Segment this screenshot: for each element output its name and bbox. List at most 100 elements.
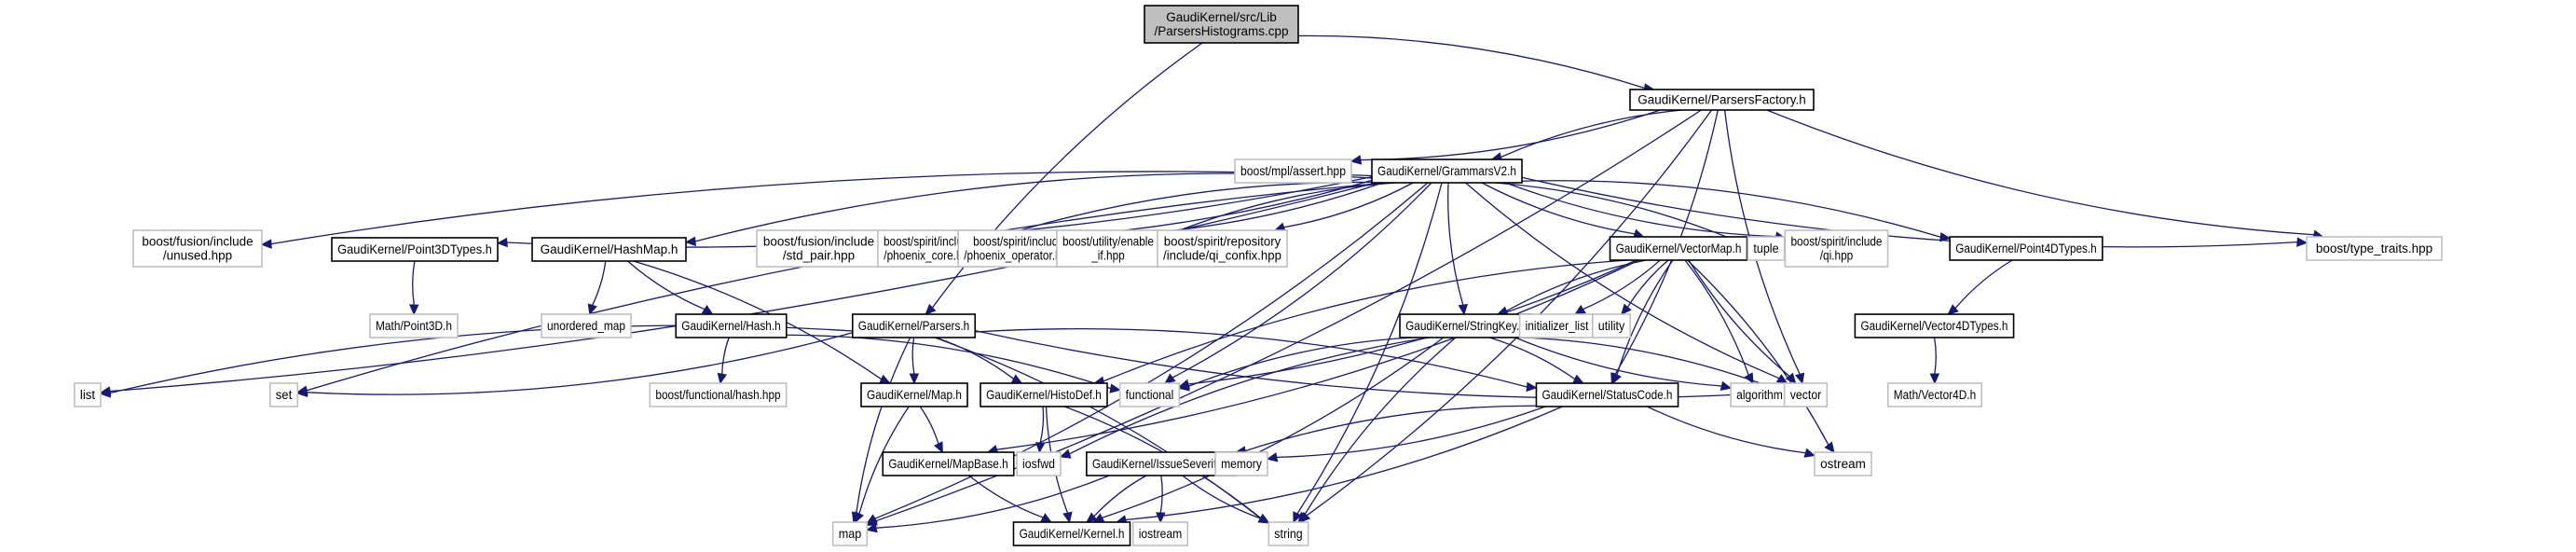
edge-grammarsv2-to-stringkey — [1447, 182, 1468, 316]
arrowhead-icon — [1939, 231, 1952, 242]
arrowhead-icon — [1612, 372, 1622, 385]
edge-line — [306, 182, 1387, 392]
arrowhead-icon — [925, 303, 937, 315]
edge-line — [1069, 337, 1430, 455]
node-vectormap[interactable]: GaudiKernel/VectorMap.h — [1609, 236, 1748, 261]
edge-line — [1093, 475, 1147, 518]
arrowhead-icon — [1062, 511, 1073, 524]
edge-grammarsv2-to-fusion_unused — [260, 171, 1373, 249]
node-map-h[interactable]: GaudiKernel/Map.h — [860, 382, 968, 407]
node-ostream: ostream — [1814, 451, 1872, 476]
arrowhead-icon — [1775, 373, 1788, 384]
edge-issueseverity-to-string — [1182, 475, 1270, 524]
node-label: set — [276, 388, 293, 402]
edge-line — [1646, 406, 1806, 454]
edge-line — [633, 260, 883, 380]
arrowhead-icon — [496, 237, 508, 248]
node-utility: utility — [1591, 313, 1632, 338]
node-box — [1609, 236, 1748, 261]
edge-line — [1102, 337, 1445, 518]
node-point4dtypes[interactable]: GaudiKernel/Point4DTypes.h — [1949, 236, 2103, 261]
node-box — [1535, 382, 1679, 407]
edge-line — [721, 337, 730, 375]
arrowhead-icon — [1824, 441, 1835, 453]
node-statuscode[interactable]: GaudiKernel/StatusCode.h — [1535, 382, 1679, 407]
node-box — [1814, 451, 1872, 476]
edge-point4dtypes-to-vector4dtypes — [1947, 259, 2013, 315]
node-hashmap[interactable]: GaudiKernel/HashMap.h — [531, 237, 687, 262]
node-list: list — [74, 382, 102, 407]
edge-line — [786, 334, 1111, 390]
edge-line — [1103, 259, 1628, 382]
edge-grammarsv2-to-list — [99, 182, 1377, 396]
node-point3dtypes[interactable]: GaudiKernel/Point3DTypes.h — [331, 237, 499, 262]
edge-line — [270, 171, 1373, 245]
node-box — [1234, 159, 1352, 184]
node-label: /std_pair.hpp — [783, 249, 855, 263]
node-root[interactable]: GaudiKernel/src/Lib/ParsersHistograms.cp… — [1144, 5, 1299, 44]
edge-grammarsv2-to-functional — [1164, 182, 1432, 384]
edge-stringkey-to-iosfwd — [1059, 337, 1430, 459]
edge-issueseverity-to-iostream — [1156, 475, 1166, 524]
edge-line — [1626, 259, 1669, 308]
arrowhead-icon — [587, 303, 597, 316]
edge-line — [1447, 182, 1464, 306]
edge-line — [1125, 406, 1563, 521]
node-grammarsv2[interactable]: GaudiKernel/GrammarsV2.h — [1371, 159, 1523, 184]
node-iostream: iostream — [1131, 521, 1189, 546]
node-label: GaudiKernel/src/Lib — [1166, 10, 1277, 24]
node-label: vector — [1790, 387, 1822, 402]
node-parsers[interactable]: GaudiKernel/Parsers.h — [851, 313, 977, 338]
node-qi: boost/spirit/include/qi.hpp — [1784, 229, 1889, 268]
node-label: GaudiKernel/HistoDef.h — [986, 388, 1102, 402]
node-label: GaudiKernel/IssueSeverity.h — [1092, 457, 1230, 471]
node-box — [860, 382, 968, 407]
node-mapbase[interactable]: GaudiKernel/MapBase.h — [882, 451, 1015, 476]
edge-line — [1172, 182, 1432, 379]
arrowhead-icon — [1350, 155, 1363, 165]
edge-line — [874, 182, 1429, 519]
edge-map_h-to-mapbase — [919, 406, 943, 454]
nodes-layer: GaudiKernel/src/Lib/ParsersHistograms.cp… — [74, 5, 2443, 546]
node-box — [74, 382, 102, 407]
node-kernel[interactable]: GaudiKernel/Kernel.h — [1012, 521, 1131, 546]
edge-root-to-parsers — [925, 42, 1203, 315]
arrowhead-icon — [933, 441, 943, 454]
arrowhead-icon — [909, 373, 920, 385]
node-box — [675, 313, 788, 338]
node-math-vector4d: Math/Vector4D.h — [1886, 382, 1983, 407]
arrowhead-icon — [1257, 514, 1270, 524]
edge-vectormap-to-utility — [1621, 259, 1669, 315]
edge-line — [1159, 475, 1163, 514]
edge-grammarsv2-to-string — [1293, 182, 1443, 524]
arrowhead-icon — [1164, 373, 1176, 384]
node-histodef[interactable]: GaudiKernel/HistoDef.h — [980, 382, 1108, 407]
node-box — [756, 229, 882, 268]
edge-line — [1039, 406, 1045, 444]
edge-statuscode-to-memory — [1266, 406, 1546, 462]
edge-line — [1687, 259, 1829, 446]
arrowhead-icon — [855, 511, 864, 524]
node-issueseverity[interactable]: GaudiKernel/IssueSeverity.h — [1086, 451, 1237, 476]
node-label: /qi.hpp — [1820, 249, 1854, 263]
node-parsersfactory[interactable]: GaudiKernel/ParsersFactory.h — [1629, 89, 1815, 111]
node-box — [1056, 229, 1160, 268]
node-box — [1267, 521, 1309, 546]
arrowhead-icon — [1795, 372, 1805, 385]
node-label: GaudiKernel/MapBase.h — [888, 457, 1007, 471]
node-hash[interactable]: GaudiKernel/Hash.h — [675, 313, 788, 338]
arrowhead-icon — [1526, 381, 1538, 393]
node-stringkey[interactable]: GaudiKernel/StringKey.h — [1399, 313, 1532, 338]
edge-point3dtypes-to-math_point3d — [409, 260, 419, 316]
edge-parsersfactory-to-mpl_assert — [1350, 109, 1661, 165]
arrowhead-icon — [1086, 512, 1098, 523]
node-box — [1016, 451, 1062, 476]
node-box — [1144, 5, 1299, 44]
edge-line — [1488, 337, 1576, 380]
node-label: /unused.hpp — [163, 249, 232, 263]
arrowhead-icon — [1621, 303, 1632, 315]
edge-vectormap-to-algorithm — [1684, 259, 1754, 385]
node-vector4dtypes[interactable]: GaudiKernel/Vector4DTypes.h — [1854, 313, 2015, 338]
node-box — [1591, 313, 1632, 338]
node-label: algorithm — [1736, 387, 1783, 402]
